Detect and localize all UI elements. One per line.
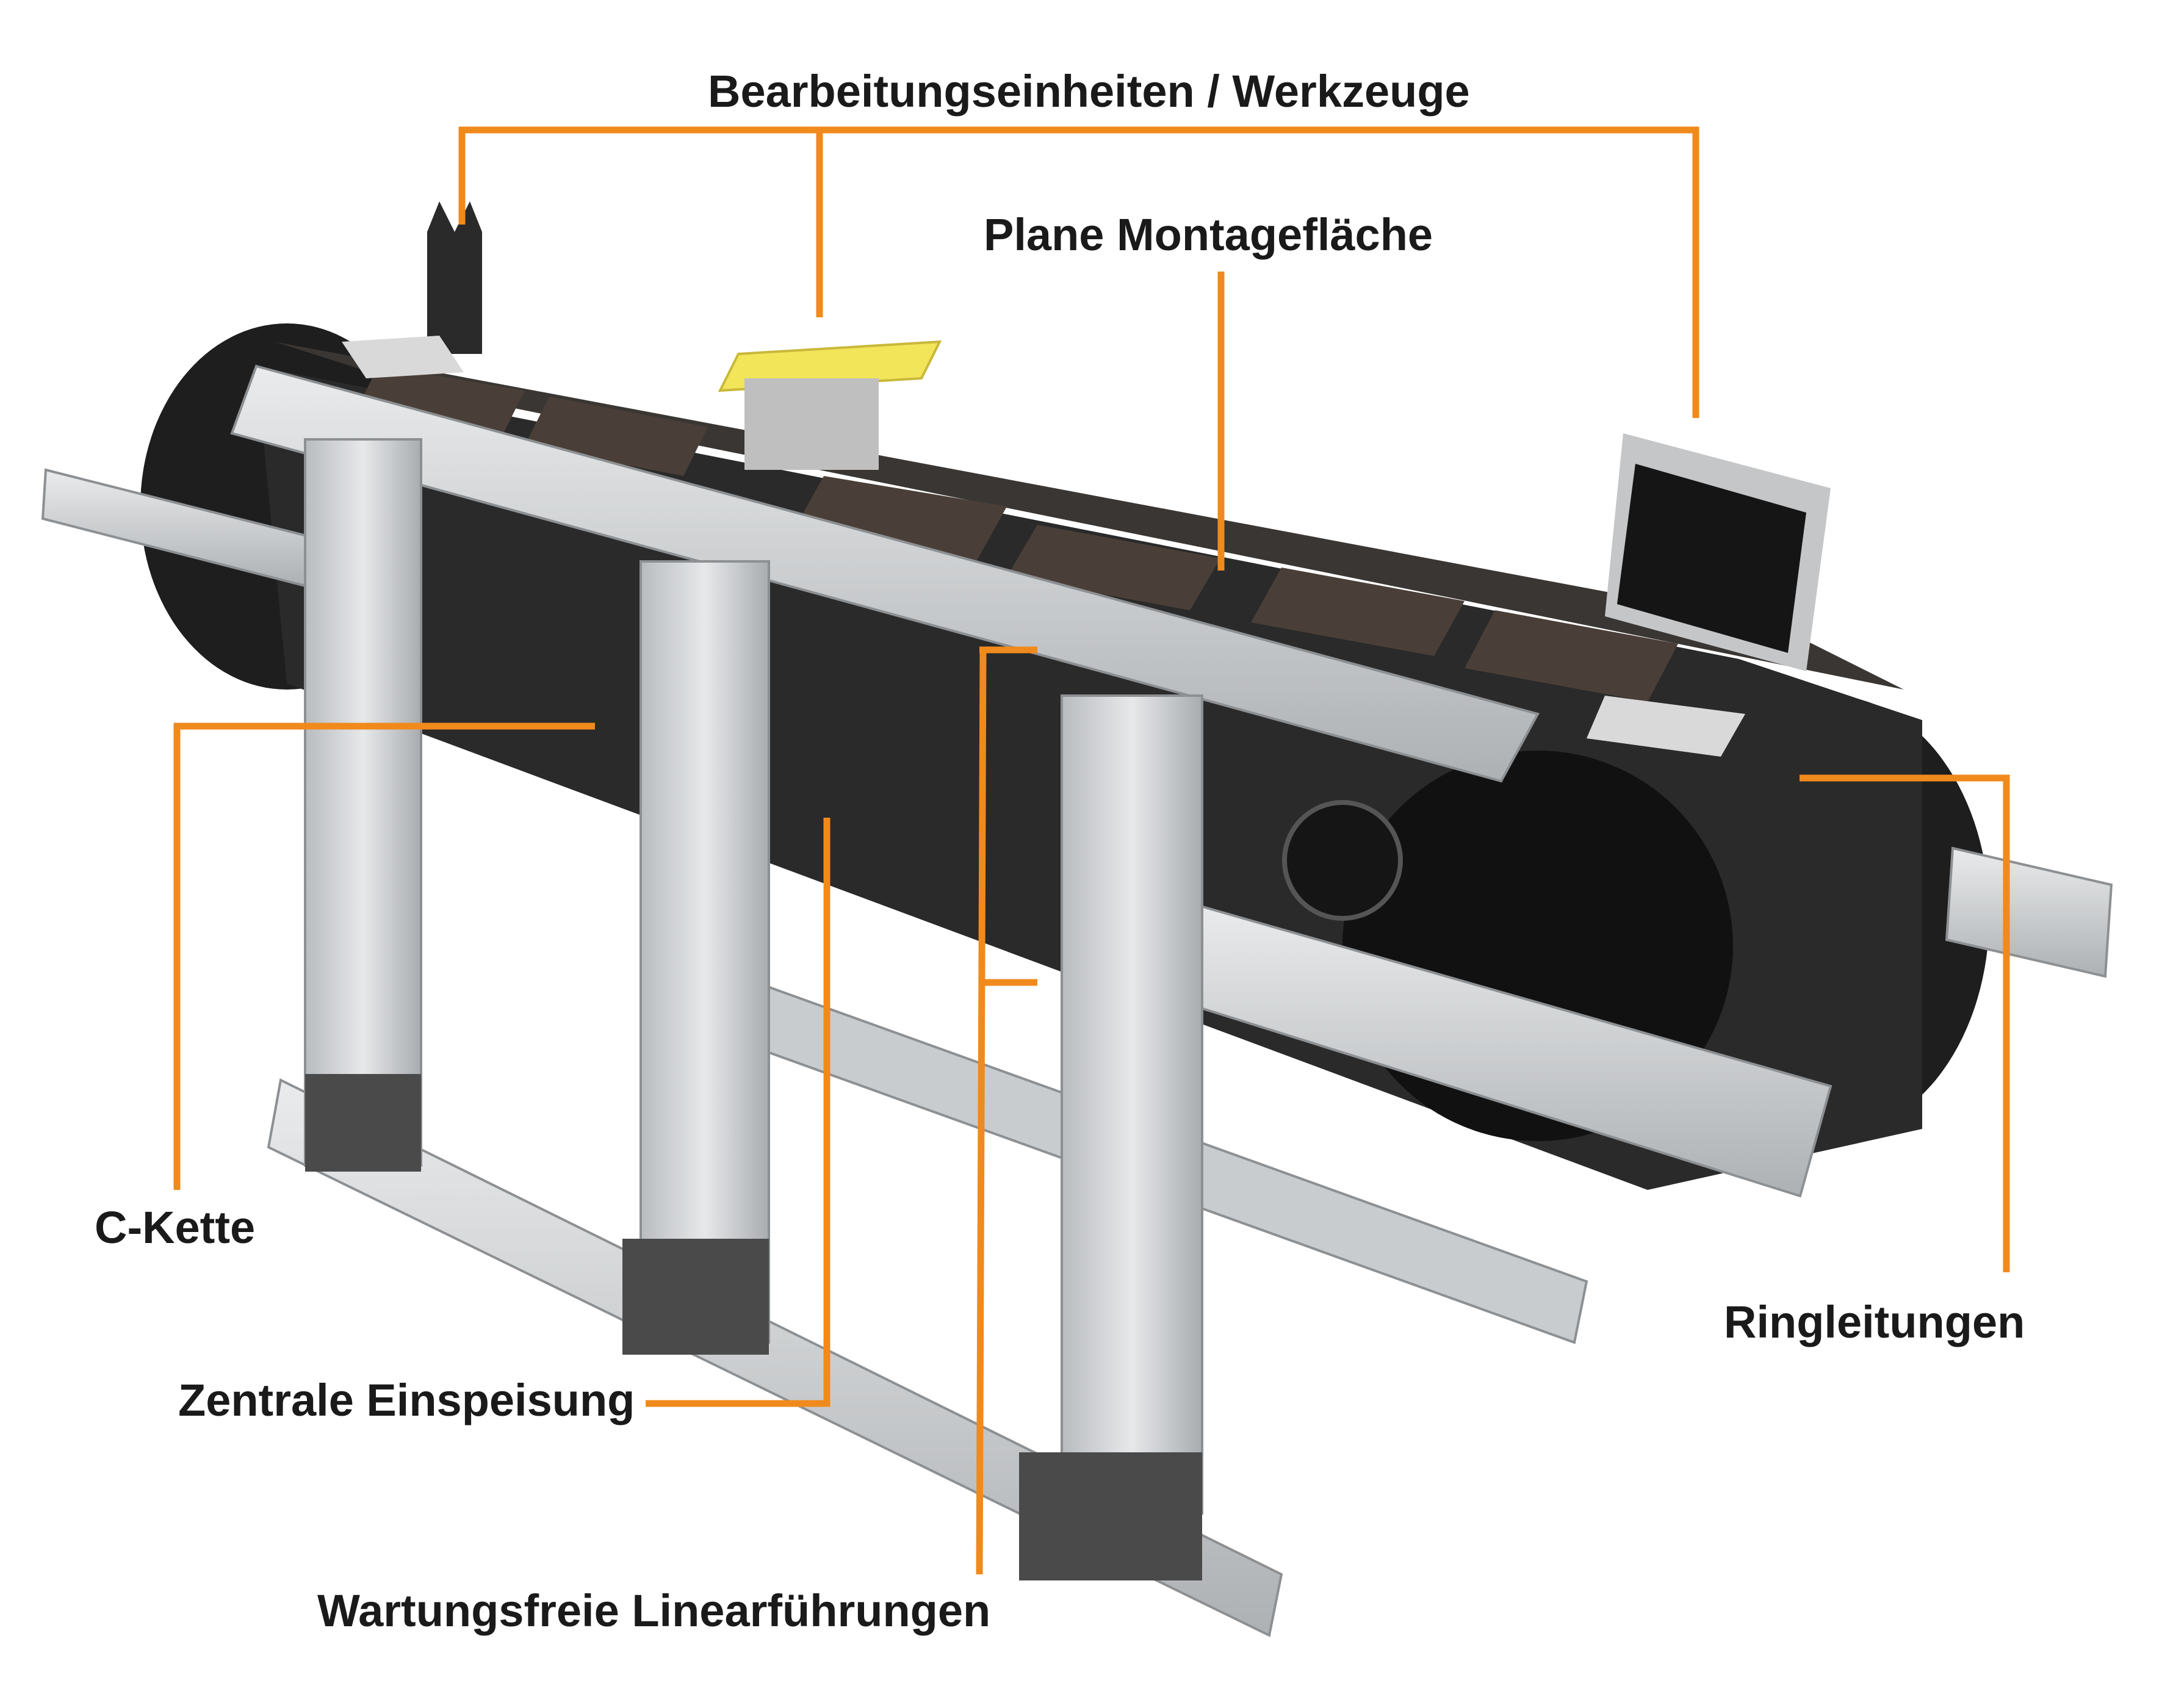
label-central-feed: Zentrale Einspeisung [178, 1375, 635, 1425]
callout-linear-guides [976, 649, 987, 1575]
callout-tools [458, 126, 1699, 418]
callout-c-chain [173, 722, 595, 1190]
label-linear-guides: Wartungsfreie Linearführungen [317, 1585, 991, 1636]
yellow-plate-tool [718, 340, 942, 470]
right-beam [1945, 846, 2113, 978]
gripper-tool [342, 201, 482, 378]
label-c-chain: C-Kette [95, 1202, 256, 1253]
display-panel [1587, 433, 1831, 757]
top-rail [230, 364, 1540, 783]
frame-posts [304, 438, 1203, 1580]
label-tools: Bearbeitungseinheiten / Werkzeuge [708, 66, 1470, 117]
callout-central-feed [646, 818, 831, 1407]
label-mounting-surface: Plane Montagefläche [984, 209, 1433, 260]
callout-ring-lines [1800, 774, 2010, 1272]
callout-lines [173, 126, 2010, 1575]
label-ring-lines: Ringleitungen [1724, 1297, 2025, 1347]
